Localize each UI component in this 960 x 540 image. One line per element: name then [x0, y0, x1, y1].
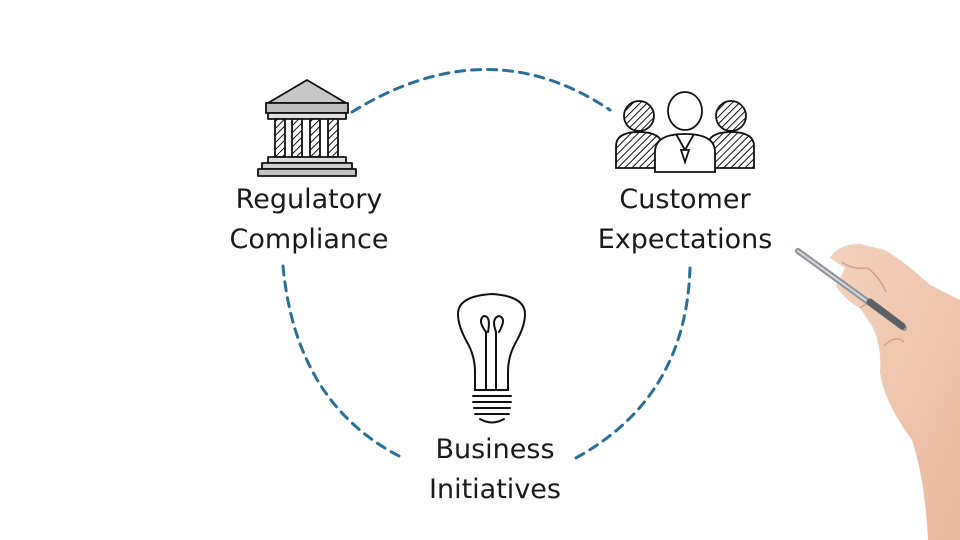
label-line: Expectations [597, 224, 773, 255]
label-line: Business [435, 434, 555, 465]
label-line: Initiatives [429, 474, 561, 505]
label-line: Compliance [229, 224, 389, 255]
lightbulb-icon [456, 292, 527, 424]
arc-top [350, 68, 612, 114]
label-regulatory-compliance: Regulatory Compliance [200, 180, 418, 260]
label-business-initiatives: Business Initiatives [400, 430, 590, 510]
people-group-icon [615, 91, 755, 173]
arc-left [281, 264, 405, 460]
connector-arcs [281, 68, 692, 462]
arc-right [570, 266, 692, 462]
label-customer-expectations: Customer Expectations [570, 180, 800, 260]
label-line: Regulatory [235, 184, 383, 215]
bank-building-icon [257, 79, 357, 177]
hand-holding-pen-icon [795, 244, 960, 540]
label-line: Customer [619, 184, 751, 215]
